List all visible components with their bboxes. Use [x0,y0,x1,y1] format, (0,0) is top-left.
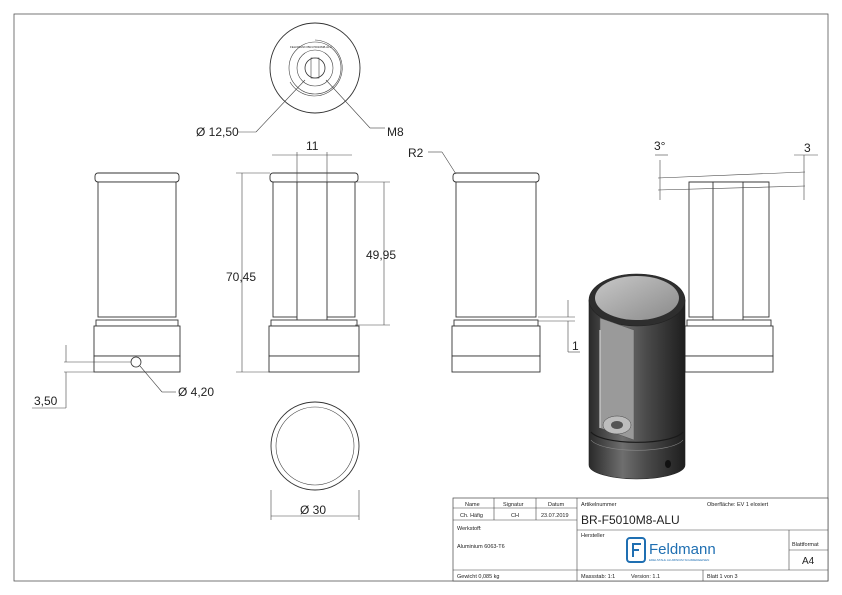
logo-text: Feldmann [649,541,716,558]
isometric-3d-view [588,273,686,480]
side-elevation-view: R2 1 [408,146,580,373]
article-number: BR-F5010M8-ALU [581,513,680,527]
front-elevation-view: 11 70,45 49,95 [226,139,396,373]
drawn-date: 23.07.2019 [541,513,569,519]
scale-value: Massstab: 1:1 [581,574,615,580]
logo-tagline: EDELSTAHL ALUMINIUM SCHMIEDEEISEN [649,558,709,562]
sheet-border [13,13,829,582]
right-elevation-view: 3° 3 [654,139,818,373]
thread-label: M8 [387,125,404,139]
chamfer-label: 3 [804,141,811,155]
left-elevation-view: 3,50 Ø 4,20 [32,172,214,409]
sheet-number: Blatt 1 von 3 [707,574,738,580]
article-number-label: Artikelnummer [581,502,617,508]
radius-label: R2 [408,146,424,160]
surface-value: Oberfläche: EV 1 eloxiert [707,502,769,508]
name-header: Name [465,502,480,508]
sheet-format-label: Blattformat [792,542,819,548]
height-slot-label: 49,95 [366,248,396,262]
outer-dia-label: Ø 30 [300,503,326,517]
drawn-by-name: Ch. Häfig [460,513,483,519]
feldmann-logo: Feldmann EDELSTAHL ALUMINIUM SCHMIEDEEIS… [626,537,716,563]
dia-top-label: Ø 12,50 [196,125,239,139]
manufacturer-label: Hersteller [581,533,605,539]
weight-value: Gewicht 0,085 kg [457,574,500,580]
version-value: Version: 1.1 [631,574,660,580]
sheet-format-value: A4 [802,556,815,567]
bottom-view: Ø 30 [270,401,360,520]
signature-header: Signatur [503,502,524,508]
height-total-label: 70,45 [226,270,256,284]
date-header: Datum [548,502,565,508]
drawn-by-signature: CH [511,513,519,519]
material-label: Werkstoff: [457,526,482,532]
top-view: FELDMANN BR-F5010M8-ALU Ø 12,50 M8 [196,22,404,139]
angle-label: 3° [654,139,666,153]
material-value: Aluminium 6063-T6 [457,544,505,550]
svg-text:FELDMANN BR-F5010M8-ALU: FELDMANN BR-F5010M8-ALU [290,45,332,49]
step-label: 1 [572,339,579,353]
title-block: Name Signatur Datum Ch. Häfig CH 23.07.2… [452,497,829,582]
slot-width-label: 11 [306,139,319,153]
hole-dia-label: Ø 4,20 [178,385,214,399]
hole-offset-label: 3,50 [34,394,58,408]
